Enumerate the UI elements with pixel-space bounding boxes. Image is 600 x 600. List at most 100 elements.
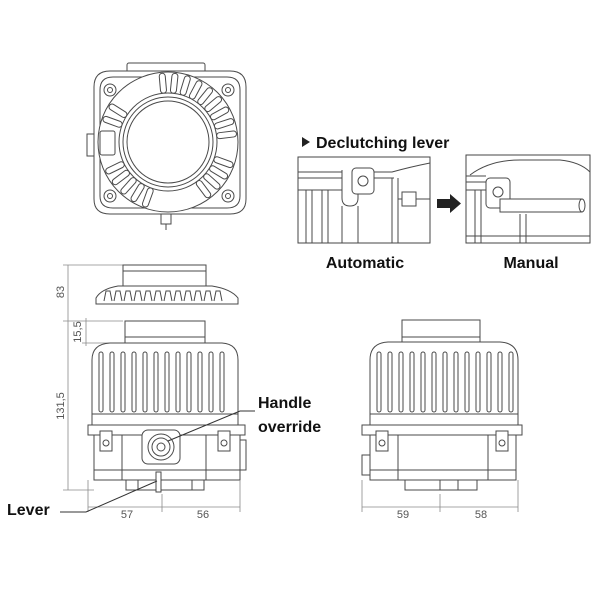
lever-pivot [492, 186, 504, 198]
lever-cylinder [351, 167, 375, 195]
base-foot [125, 479, 205, 491]
bolt-boss [103, 83, 117, 97]
cover-fin [173, 290, 183, 302]
housing-rib [142, 351, 148, 413]
automatic-label: Automatic [326, 255, 404, 272]
lever-shaft-lines [341, 206, 359, 243]
housing-rib [387, 351, 393, 413]
dimension-body-height: 131,5 [55, 392, 67, 420]
cover-fin [103, 290, 113, 302]
manual-detail [465, 154, 591, 244]
base-foot-lines [137, 480, 193, 490]
cover-fins [103, 290, 223, 302]
dimension-cover-height: 83 [55, 286, 67, 298]
housing-rib [497, 351, 503, 413]
lever-bracket [401, 191, 417, 207]
horizontal-dimensions: 57 56 [87, 480, 241, 521]
cover-fin [133, 290, 143, 302]
dimension-width-left: 57 [121, 509, 133, 521]
lever [155, 471, 162, 493]
top-view [86, 62, 247, 230]
housing-rib [453, 351, 459, 413]
dimension-shaft-height: 15,5 [72, 321, 84, 342]
base-foot-lines [439, 480, 459, 490]
automatic-detail [297, 156, 431, 244]
vertical-dimensions: 83 15,5 131,5 [55, 264, 123, 491]
base-housing [369, 434, 517, 481]
cover-fin [203, 290, 213, 302]
terminal-box [99, 130, 116, 156]
dimension-width-right: 58 [475, 509, 487, 521]
housing-top-line [466, 175, 486, 183]
housing-ribs [466, 189, 590, 243]
housing-inner-outline [99, 76, 241, 209]
housing-rib [98, 351, 104, 413]
cover-fin [183, 290, 193, 302]
housing-top-line [298, 171, 342, 179]
output-shaft [124, 320, 206, 344]
bolt-pocket [99, 430, 113, 452]
cover-fin [143, 290, 153, 302]
housing-rib [508, 351, 514, 413]
housing-ribs [376, 351, 514, 413]
cover-fin [113, 290, 123, 302]
bolt-pocket [495, 430, 509, 452]
declutching-title: Declutching lever [316, 135, 449, 152]
housing-rib [420, 351, 426, 413]
housing-dome-line [469, 159, 591, 176]
bolt-pocket [375, 430, 389, 452]
dimension-width-left: 59 [397, 509, 409, 521]
bolt-head [498, 439, 506, 447]
bolt-head [378, 439, 386, 447]
handle-override-leader [167, 410, 255, 442]
housing-rib [464, 351, 470, 413]
lever-arm [499, 198, 583, 213]
play-triangle-icon [302, 137, 310, 147]
lever-label: Lever [7, 502, 50, 519]
lever-pivot [357, 175, 369, 187]
cover-dome [95, 285, 239, 305]
cover-fin [213, 290, 223, 302]
housing-rib [376, 351, 382, 413]
handle-override-ring [151, 437, 171, 457]
housing-dome-line [374, 162, 431, 179]
callouts: Handle override Lever [7, 395, 321, 519]
housing-rib [164, 351, 170, 413]
housing-rib [109, 351, 115, 413]
output-shaft [401, 319, 481, 345]
arrow-right-icon [437, 194, 461, 213]
cover-fin [123, 290, 133, 302]
base-lines [94, 435, 240, 480]
housing-ribs [298, 178, 399, 243]
side-bracket [361, 454, 371, 476]
housing-rib [475, 351, 481, 413]
dimension-width-right: 56 [197, 509, 209, 521]
housing-rib [186, 351, 192, 413]
cooling-fins [102, 72, 238, 208]
bolt-pocket [217, 430, 231, 452]
housing-rib [486, 351, 492, 413]
cover-fin [153, 290, 163, 302]
handle-override-label-line1: Handle [258, 395, 311, 412]
housing-rib [131, 351, 137, 413]
cover-fin [163, 290, 173, 302]
housing-rib [442, 351, 448, 413]
housing-rib [431, 351, 437, 413]
bolt-hole [225, 193, 231, 199]
cover-ring [122, 96, 214, 188]
housing-rib [208, 351, 214, 413]
bolt-head [102, 439, 110, 447]
housing-rib [197, 351, 203, 413]
cover-hub [122, 264, 207, 287]
bolt-boss [221, 189, 235, 203]
bolt-hole [107, 87, 113, 93]
declutching-lever-section: Declutching lever Automatic [297, 135, 591, 272]
housing-ribs [98, 351, 225, 413]
corner-bolts [103, 83, 235, 203]
base-foot [404, 479, 478, 491]
manual-label: Manual [503, 255, 558, 272]
bolt-hole [225, 87, 231, 93]
cooling-fin [158, 72, 167, 94]
housing-rib [409, 351, 415, 413]
right-side-view: 59 58 [361, 319, 523, 521]
